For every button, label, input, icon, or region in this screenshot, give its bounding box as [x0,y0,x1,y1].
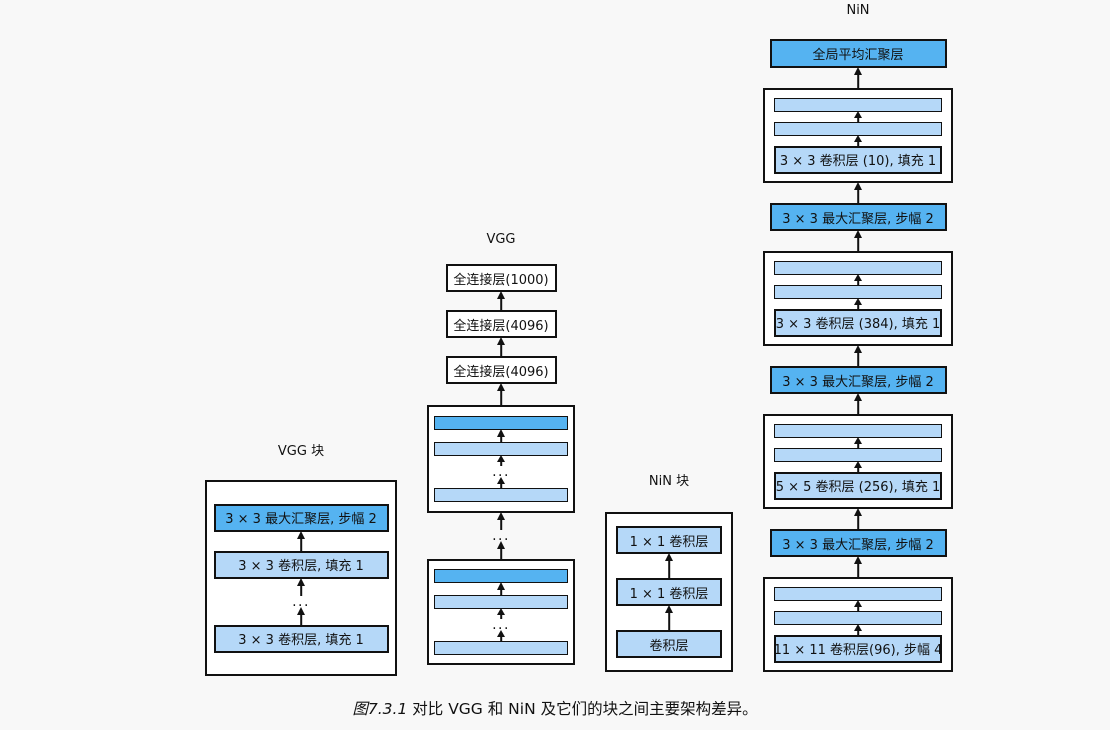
arrow-up-icon [495,384,507,405]
vgg-maxpool-bar [434,569,568,583]
vgg-block-conv-box: 3 × 3 卷积层, 填充 1 [213,624,389,653]
nin-stage-container: 11 × 11 卷积层(96), 步幅 4 [763,577,953,672]
vgg-fc-box: 全连接层(1000) [445,264,557,292]
arrow-up-icon [852,68,864,88]
arrow-up-icon [495,478,507,488]
arrow-up-icon [495,430,507,442]
nin-1x1-conv-bar [774,610,942,625]
nin-conv-box: 3 × 3 卷积层 (10), 填充 1 [774,145,942,174]
vgg-block-conv-box: 3 × 3 卷积层, 填充 1 [213,550,389,579]
nin-1x1-conv-bar [774,260,942,275]
vgg-conv-bar [434,641,568,655]
vgg-stage-container: ... [427,405,575,513]
nin-1x1-conv-bar [774,586,942,601]
nin-block-title: NiN 块 [648,474,690,489]
arrow-up-icon [852,438,864,448]
arrow-up-icon [852,275,864,285]
vgg-block-column: VGG 块 3 × 3 最大汇聚层, 步幅 2 3 × 3 卷积层, 填充 1 … [205,444,397,676]
nin-title: NiN [846,3,870,18]
arrow-up-icon [495,292,507,310]
nin-block-1x1-conv-box: 1 × 1 卷积层 [616,526,722,554]
vgg-block-container: 3 × 3 最大汇聚层, 步幅 2 3 × 3 卷积层, 填充 1 ... 3 … [205,480,397,676]
arrow-up-icon [495,513,507,530]
vgg-conv-bar [434,595,568,609]
nin-1x1-conv-bar [774,447,942,462]
nin-1x1-conv-bar [774,284,942,299]
arrow-up-icon [495,542,507,559]
vgg-column: VGG 全连接层(1000) 全连接层(4096) 全连接层(4096) ...… [427,232,575,665]
arrow-up-icon [852,625,864,635]
arrow-up-icon [852,231,864,251]
nin-maxpool-box: 3 × 3 最大汇聚层, 步幅 2 [769,366,947,394]
nin-global-avg-pool-box: 全局平均汇聚层 [769,39,947,68]
arrow-up-icon [852,299,864,309]
vgg-title: VGG [486,232,516,247]
arrow-up-icon [852,183,864,203]
arrow-up-icon [852,112,864,122]
arrow-up-icon [495,338,507,356]
arrow-up-icon [495,583,507,595]
vgg-block-title: VGG 块 [277,444,325,459]
nin-conv-box: 11 × 11 卷积层(96), 步幅 4 [774,634,942,663]
ellipsis: ... [292,593,310,610]
arrow-up-icon [852,346,864,366]
nin-1x1-conv-bar [774,121,942,136]
vgg-fc-box: 全连接层(4096) [445,356,557,384]
nin-stage-container: 3 × 3 卷积层 (10), 填充 1 [763,88,953,183]
nin-stage-container: 5 × 5 卷积层 (256), 填充 1 [763,414,953,509]
arrow-up-icon [852,462,864,472]
arrow-up-icon [495,456,507,466]
ellipsis: ... [492,617,510,633]
vgg-conv-bar [434,442,568,456]
figure-caption-number: 图7.3.1 [352,700,408,718]
nin-1x1-conv-bar [774,97,942,112]
nin-maxpool-box: 3 × 3 最大汇聚层, 步幅 2 [769,529,947,557]
ellipsis: ... [492,464,510,480]
arrow-up-icon [663,606,675,630]
arrow-up-icon [495,609,507,619]
vgg-fc-box: 全连接层(4096) [445,310,557,338]
nin-block-1x1-conv-box: 1 × 1 卷积层 [616,578,722,606]
vgg-conv-bar [434,488,568,502]
arrow-up-icon [495,631,507,641]
arrow-up-icon [295,608,307,625]
nin-conv-box: 3 × 3 卷积层 (384), 填充 1 [774,308,942,337]
arrow-up-icon [852,394,864,414]
nin-maxpool-box: 3 × 3 最大汇聚层, 步幅 2 [769,203,947,231]
figure-caption-text: 对比 VGG 和 NiN 及它们的块之间主要架构差异。 [407,700,758,718]
nin-block-column: NiN 块 1 × 1 卷积层 1 × 1 卷积层 卷积层 [605,474,733,672]
figure-caption: 图7.3.1 对比 VGG 和 NiN 及它们的块之间主要架构差异。 [0,697,1110,719]
vgg-block-maxpool-box: 3 × 3 最大汇聚层, 步幅 2 [213,503,389,532]
arrow-up-icon [295,532,307,551]
nin-stage-container: 3 × 3 卷积层 (384), 填充 1 [763,251,953,346]
arrow-up-icon [663,554,675,578]
nin-block-conv-box: 卷积层 [616,630,722,658]
nin-block-container: 1 × 1 卷积层 1 × 1 卷积层 卷积层 [605,512,733,672]
arrow-up-icon [852,601,864,611]
nin-column: NiN 全局平均汇聚层 3 × 3 卷积层 (10), 填充 1 3 × 3 最… [763,3,953,672]
nin-1x1-conv-bar [774,423,942,438]
arrow-up-icon [852,557,864,577]
arrow-up-icon [852,136,864,146]
arrow-up-icon [852,509,864,529]
nin-conv-box: 5 × 5 卷积层 (256), 填充 1 [774,471,942,500]
ellipsis: ... [492,528,510,544]
vgg-maxpool-bar [434,416,568,430]
vgg-stage-container: ... [427,559,575,665]
arrow-up-icon [295,579,307,596]
